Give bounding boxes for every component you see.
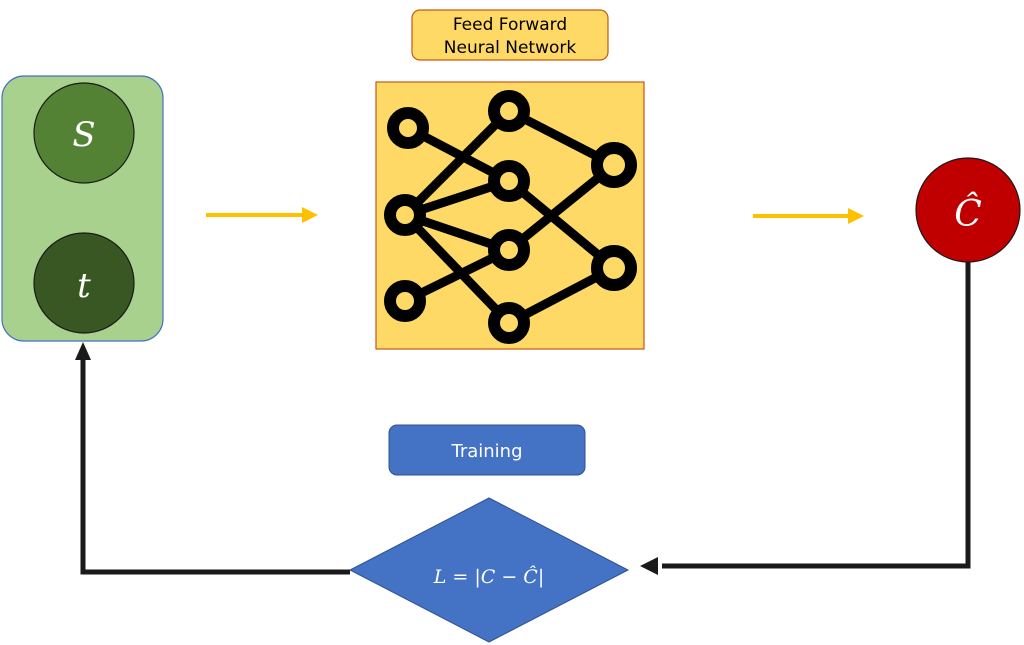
nn-node — [488, 229, 530, 271]
network-title-line1: Feed Forward — [453, 15, 567, 35]
nn-node — [488, 90, 530, 132]
input-group: S t — [1, 75, 164, 342]
network-title-line2: Neural Network — [444, 38, 577, 58]
output-label: Ĉ — [954, 193, 982, 235]
nn-node — [488, 160, 530, 202]
input-label-t: t — [77, 266, 91, 306]
nn-node — [384, 280, 426, 322]
feedback-line-output-to-loss — [662, 262, 971, 569]
arrowhead-icon — [640, 557, 658, 575]
nn-node — [488, 302, 530, 344]
loss-diamond — [348, 497, 630, 643]
arrowhead-icon — [302, 207, 318, 223]
network-title-box: Feed Forward Neural Network — [411, 9, 609, 61]
feedback-line-loss-to-input — [80, 358, 350, 575]
input-node-t — [33, 232, 135, 334]
nn-node — [387, 107, 429, 149]
input-label-s: S — [72, 115, 95, 155]
nn-node — [591, 142, 637, 188]
training-label-box — [388, 424, 586, 476]
training-label: Training — [450, 441, 522, 462]
arrowhead-icon — [75, 342, 91, 360]
nn-node — [591, 245, 637, 291]
loss-formula: L = |C − Ĉ| — [433, 565, 545, 588]
input-node-s — [33, 82, 135, 184]
arrowhead-icon — [848, 208, 864, 224]
nn-node — [384, 194, 426, 236]
